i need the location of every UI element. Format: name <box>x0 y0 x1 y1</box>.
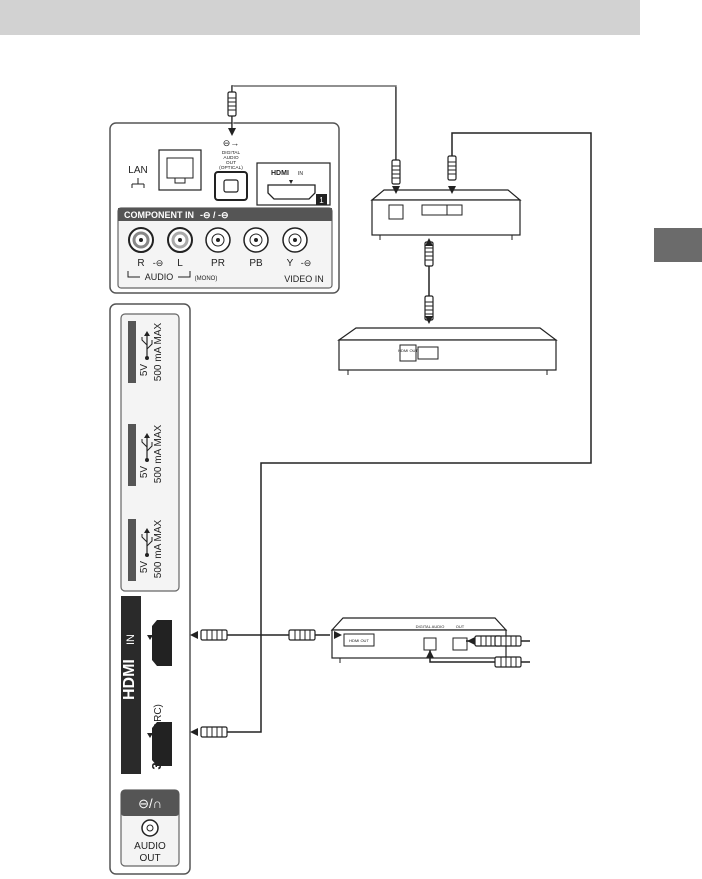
av-receiver-optical-in[interactable] <box>388 204 404 220</box>
jack-label-l: L <box>177 258 183 269</box>
lan-label: LAN <box>128 165 147 176</box>
tv-side-panel <box>109 303 191 875</box>
hdmi-2-arrow-icon <box>147 635 153 640</box>
audio-r-jack[interactable] <box>128 227 154 253</box>
video-in-label: VIDEO IN <box>284 274 324 284</box>
hdmi-1-number: 1 <box>319 196 324 205</box>
usb-3-voltage: 5V <box>139 561 150 574</box>
jack-label-pb: PB <box>249 258 263 269</box>
hdmi-vertical-logo: HDMI <box>121 659 138 700</box>
usb-2-current: 500 mA MAX <box>153 424 164 483</box>
audio-in-icon-r: -⊖ <box>153 258 164 268</box>
hdmi-3-number: 3 <box>149 762 164 769</box>
stb-hdmi-out-label: HDMI OUT <box>349 638 369 643</box>
component-header-bg <box>118 208 332 221</box>
hdmi-cable-receiver <box>218 132 592 733</box>
usb-3-current: 500 mA MAX <box>153 519 164 578</box>
digital-audio-label-1: DIGITAL <box>222 150 241 156</box>
audio-bracket-right <box>178 271 191 278</box>
av-receiver-hdmi-out[interactable] <box>446 204 463 216</box>
stb-digital-audio-port[interactable] <box>423 637 437 651</box>
hdmi-in-small: IN <box>298 171 303 177</box>
dvd-hdmi-out-label: HDMI OUT <box>398 348 418 353</box>
dvd-player: HDMI OUT <box>337 327 558 375</box>
hdmi-arrow-icon <box>289 180 293 184</box>
stb-out-port[interactable] <box>452 637 468 651</box>
mono-label: (MONO) <box>195 276 218 282</box>
usb-2-voltage: 5V <box>139 466 150 479</box>
hdmi-1-port[interactable] <box>267 184 316 200</box>
usb-port-2[interactable]: 5V 500 mA MAX <box>128 424 164 486</box>
section-tab <box>654 228 702 262</box>
av-receiver <box>370 189 522 240</box>
usb-port-3[interactable]: 5V 500 mA MAX <box>128 519 164 581</box>
usb-1-current: 500 mA MAX <box>153 322 164 381</box>
hdmi-logo: HDMI <box>271 170 289 177</box>
jack-label-y: Y <box>287 258 294 269</box>
component-header: COMPONENT IN <box>124 210 194 220</box>
y-jack[interactable] <box>282 227 308 253</box>
stb-port-label-1: DIGITAL AUDIO <box>416 624 445 629</box>
audio-out-label-2: OUT <box>139 853 160 864</box>
hdmi-in-vertical-label: IN <box>125 634 137 645</box>
video-in-icon: -⊖ <box>301 258 312 268</box>
digital-audio-out-icon: ⊖→ <box>223 138 240 148</box>
tv-rear-panel-top: LAN ⊖→ DIGITAL AUDIO OUT (OPTICAL) HDMI … <box>109 122 340 294</box>
dvd-hdmi-out-port[interactable] <box>417 346 439 360</box>
digital-audio-label-2: AUDIO <box>223 155 238 161</box>
digital-audio-label-4: (OPTICAL) <box>219 165 243 171</box>
audio-out-group: ⊖/∩ AUDIO OUT <box>120 789 180 867</box>
jack-label-r: R <box>137 258 144 269</box>
hdmi-1-badge <box>316 194 327 205</box>
usb-1-voltage: 5V <box>139 364 150 377</box>
connection-arrows <box>190 128 475 736</box>
usb-port-1[interactable]: 5V 500 mA MAX <box>128 321 164 383</box>
digital-audio-label-3: OUT <box>226 160 236 166</box>
audio-out-icon: ⊖/∩ <box>138 796 162 811</box>
optical-out-port[interactable] <box>214 171 248 201</box>
audio-bracket-left <box>127 271 140 278</box>
lan-port[interactable] <box>158 149 202 191</box>
audio-out-label-1: AUDIO <box>134 841 166 852</box>
lan-icon <box>131 178 145 188</box>
stb-port-label-2: OUT <box>456 624 465 629</box>
hdmi-3-port[interactable] <box>152 722 172 766</box>
jack-label-pr: PR <box>211 258 225 269</box>
pr-jack[interactable] <box>205 227 231 253</box>
component-icons: -⊖ / -⊖ <box>200 210 229 220</box>
pb-jack[interactable] <box>243 227 269 253</box>
hdmi-2-port[interactable] <box>152 620 172 666</box>
arc-label: (ARC) <box>153 704 164 732</box>
audio-l-jack[interactable] <box>167 227 193 253</box>
audio-label: AUDIO <box>145 272 174 282</box>
header-bar <box>0 0 640 35</box>
hdmi-3-arrow-icon <box>147 733 153 738</box>
